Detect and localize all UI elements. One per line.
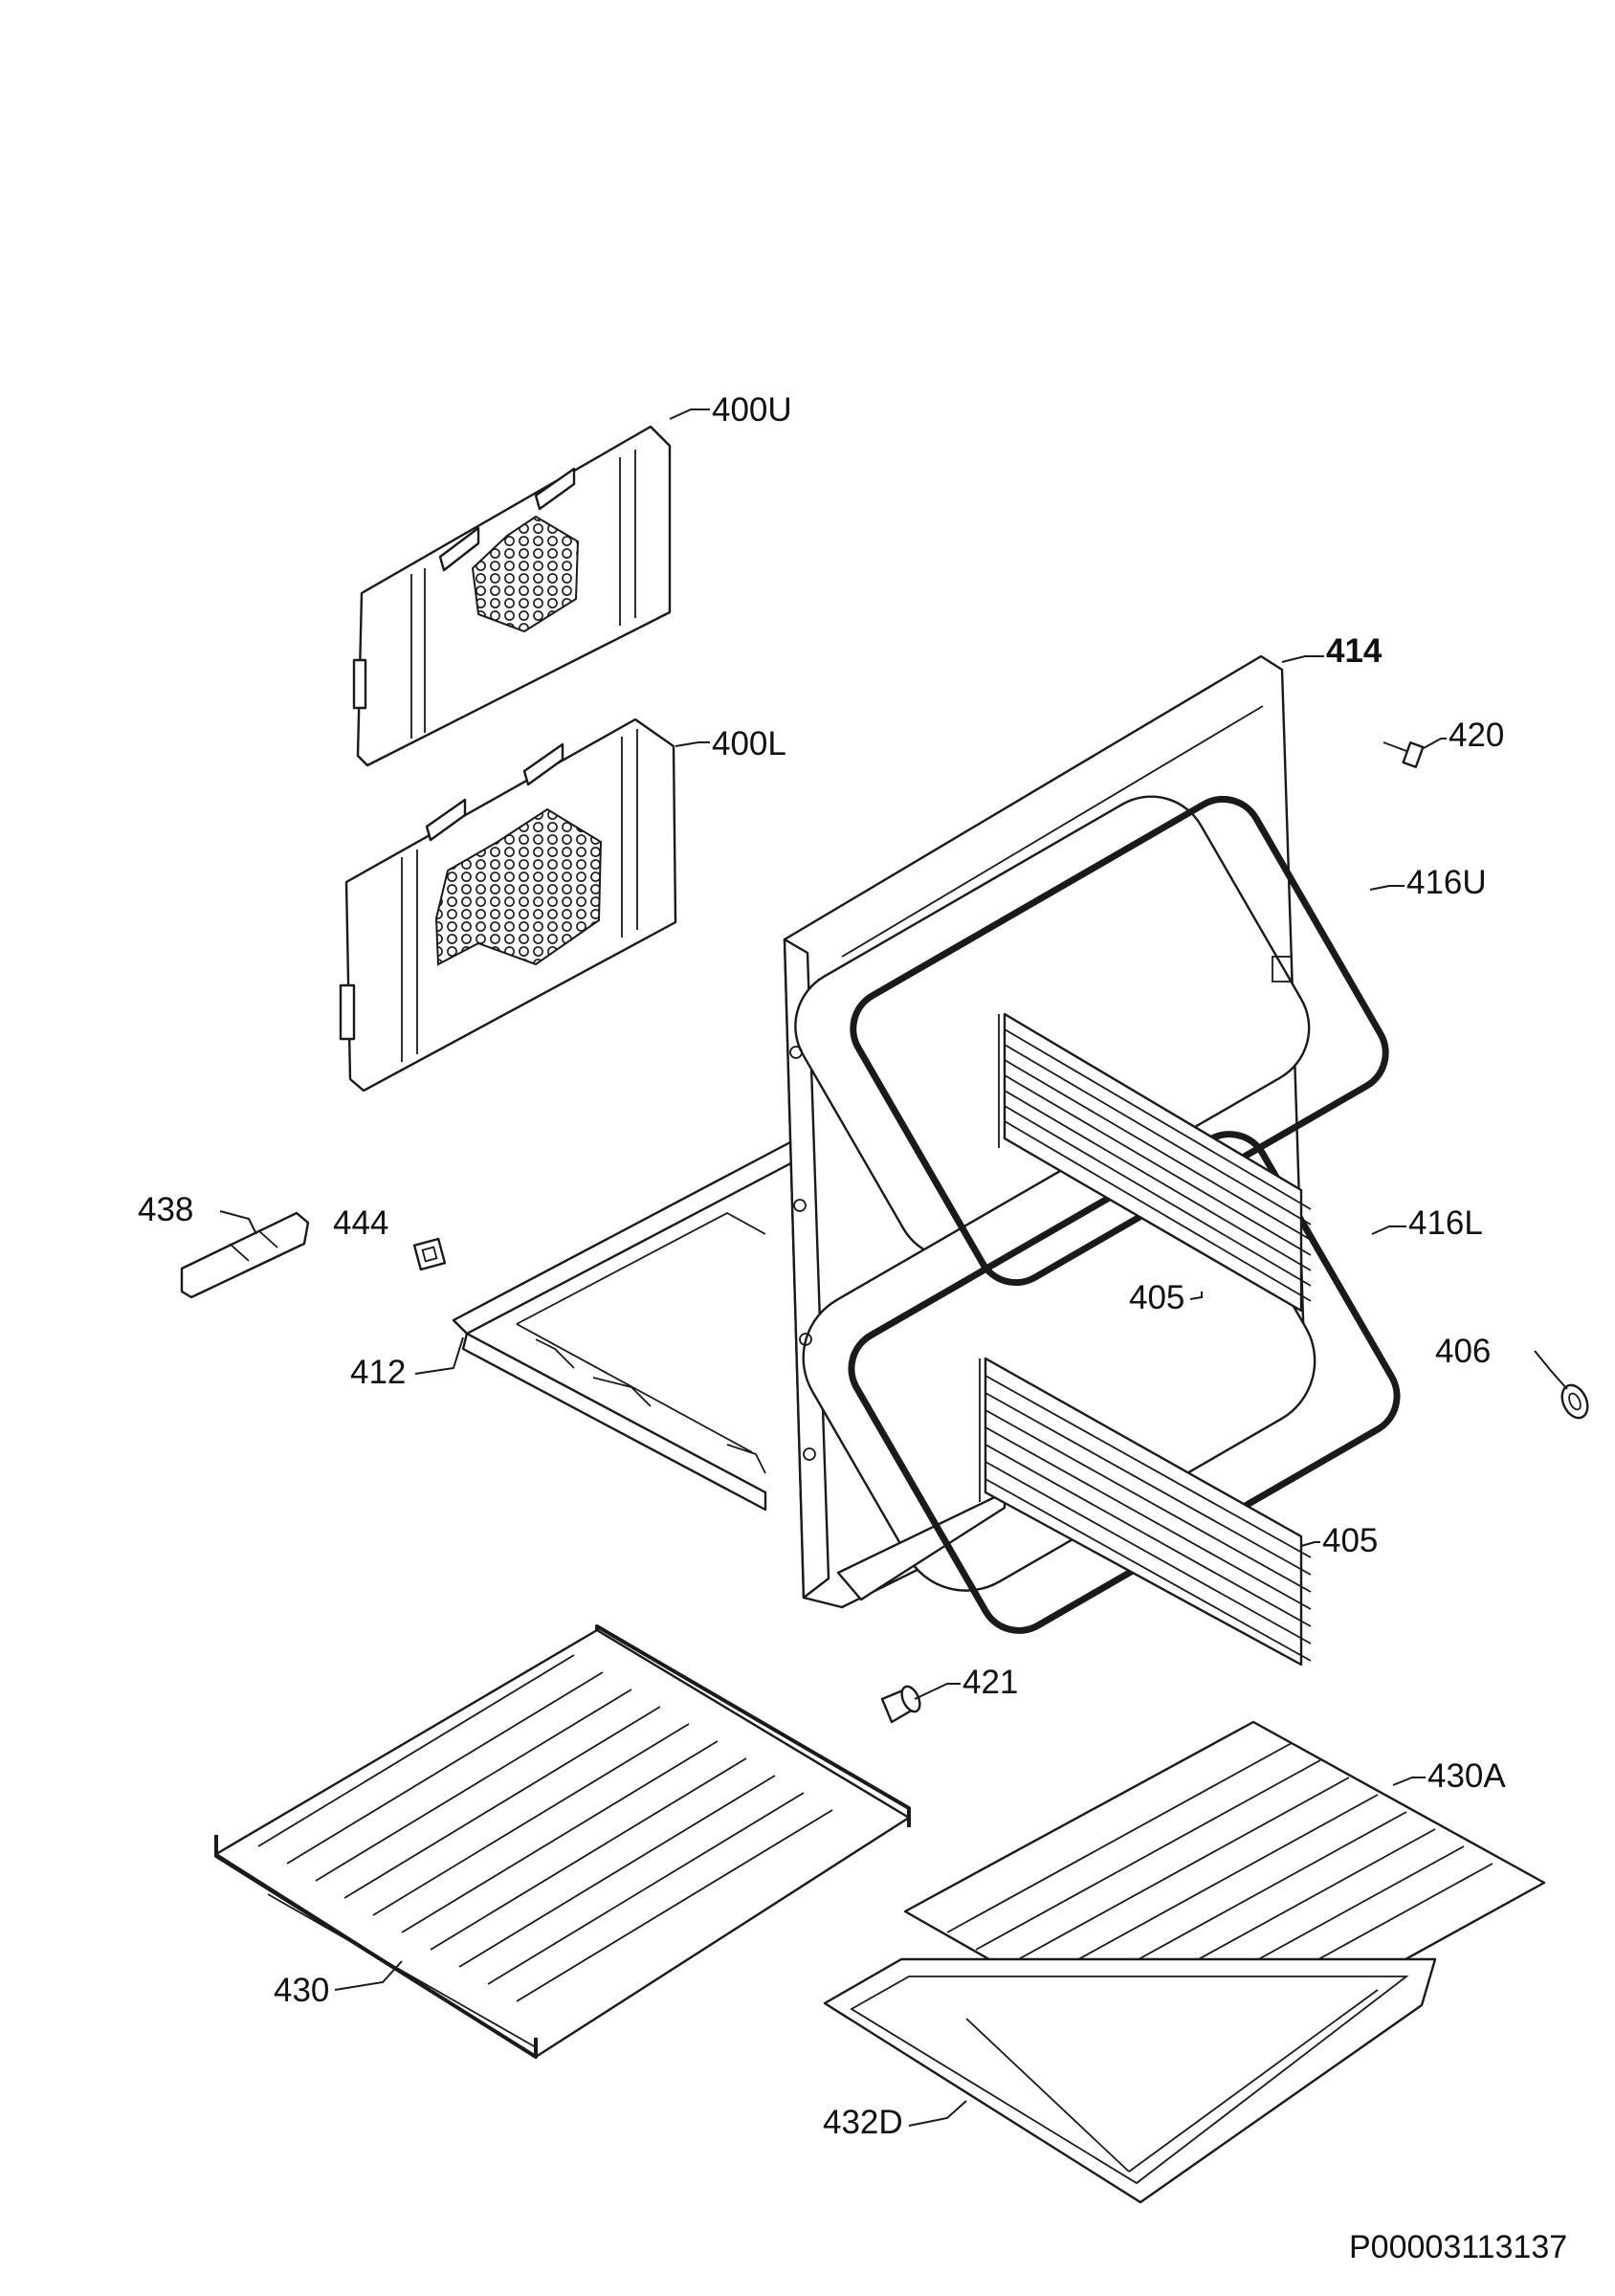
callout-438: 438 <box>138 1191 193 1228</box>
part-405-upper-shelf-runner <box>998 1012 1312 1313</box>
callout-432d: 432D <box>823 2104 903 2141</box>
part-406-knob <box>1560 1383 1589 1420</box>
callout-400l: 400L <box>712 725 786 762</box>
part-444-clip <box>412 1237 447 1271</box>
diagram-reference-number: P00003113137 <box>1349 2229 1567 2265</box>
part-412-shelf-support <box>452 1140 804 1512</box>
callout-412: 412 <box>350 1354 406 1391</box>
callout-430a: 430A <box>1427 1757 1506 1795</box>
callout-labels: 400U 400L 414 420 416U 416L 438 444 412 … <box>138 391 1506 2141</box>
part-421-lamp-holder <box>880 1685 921 1724</box>
part-420-screw <box>1383 741 1425 768</box>
callout-416u: 416U <box>1406 864 1487 901</box>
callout-444: 444 <box>333 1204 388 1242</box>
callout-420: 420 <box>1449 717 1504 754</box>
part-405-lower-shelf-runner <box>979 1357 1312 1667</box>
part-438-bracket <box>180 1211 310 1299</box>
part-400l-lower-fan-cover <box>339 718 677 1093</box>
callout-400u: 400U <box>712 391 792 429</box>
leader-lines <box>219 408 1568 2127</box>
callout-414: 414 <box>1326 632 1383 670</box>
callout-416l: 416L <box>1408 1204 1483 1242</box>
part-430-wire-rack <box>214 1624 911 2059</box>
callout-430: 430 <box>274 1972 329 2009</box>
callout-406: 406 <box>1435 1333 1491 1370</box>
callout-405-upper: 405 <box>1129 1279 1184 1316</box>
callout-405-lower: 405 <box>1322 1522 1378 1559</box>
part-400u-upper-fan-cover <box>352 425 672 767</box>
callout-421: 421 <box>962 1664 1018 1701</box>
part-432d-drip-tray <box>823 1957 1437 2204</box>
